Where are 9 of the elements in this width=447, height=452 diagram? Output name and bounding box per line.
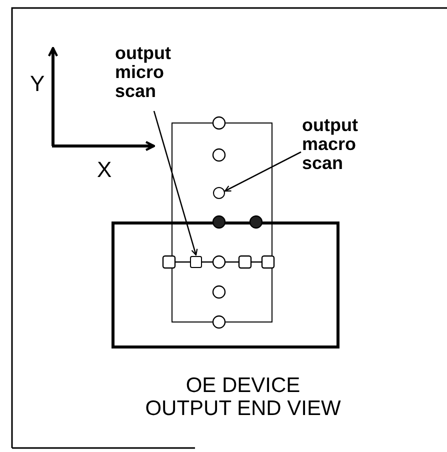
callout-text: output macro scan [302,116,386,173]
leader-line [224,151,302,192]
axis-label: X [97,158,112,182]
caption: OE DEVICE OUTPUT END VIEW [145,374,341,420]
square-marker [190,256,202,268]
callout-text: output micro scan [115,44,197,101]
axis-label: Y [30,72,45,96]
leader-line [153,110,198,256]
circle-marker [213,187,225,199]
